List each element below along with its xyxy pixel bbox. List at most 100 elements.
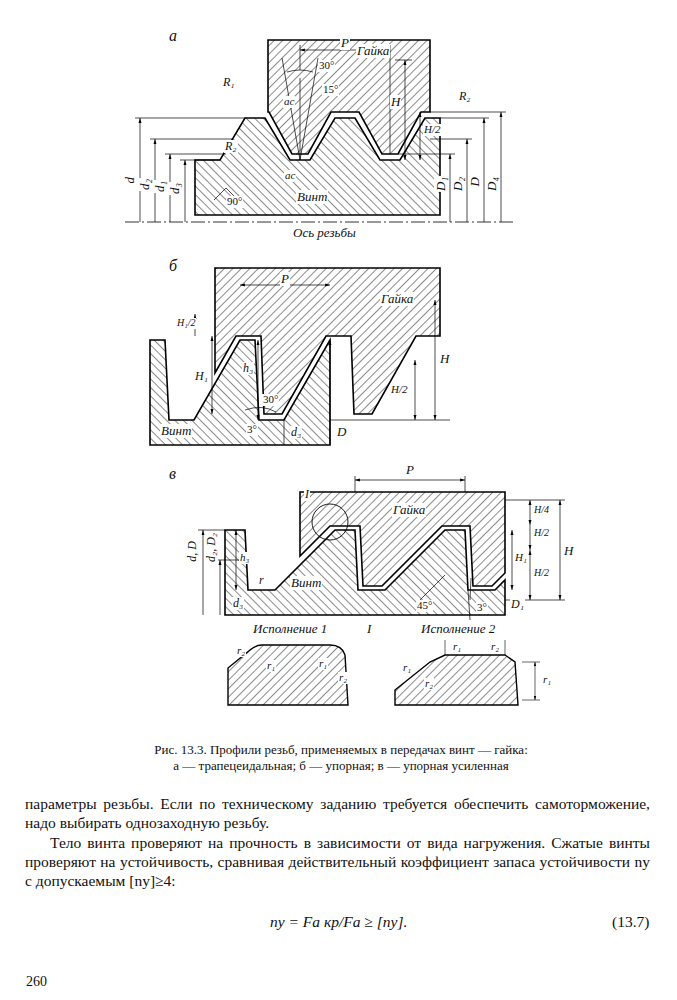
radius-label: r (258, 574, 265, 587)
reinforced-buttress-thread (312, 504, 348, 540)
detail-views (535, 662, 536, 700)
diameter-label: d₂, D₂ (205, 532, 218, 563)
buttress-thread (330, 420, 450, 421)
diameter-label: D (468, 176, 482, 187)
angle-label: 3° (476, 602, 488, 614)
diameter-label: d₃ (290, 426, 302, 439)
trapezoidal-thread (501, 112, 502, 222)
detail-views (522, 662, 540, 663)
equation-number: (13.7) (611, 914, 650, 930)
buttress-thread (215, 268, 440, 414)
part-name: Гайка (380, 292, 414, 306)
radius-label: r₁ (266, 660, 276, 672)
pitch-label: P (280, 272, 290, 286)
reinforced-buttress-thread (355, 480, 465, 481)
formula: nу = Fа кр/Fа ≥ [nу]. (269, 914, 408, 930)
reinforced-buttress-thread (465, 476, 466, 492)
variant-label: Исполнение 1 (252, 622, 328, 636)
clearance-label: ac (284, 170, 296, 182)
dimension-label: H₁/2 (176, 318, 196, 329)
radius-label: r₁ (542, 674, 552, 686)
diameter-label: D₄ (485, 176, 499, 192)
trapezoidal-thread (420, 112, 421, 160)
radius-label: r₁ (402, 662, 412, 674)
detail-views (445, 640, 540, 700)
part-name: Винт (290, 576, 322, 590)
reinforced-buttress-thread (300, 492, 505, 586)
figure-caption: Рис. 13.3. Профили резьб, применяемых в … (150, 742, 532, 774)
trapezoidal-thread (282, 58, 300, 160)
page-number: 260 (25, 975, 48, 990)
buttress-thread (330, 340, 331, 445)
part-name: Гайка (356, 44, 390, 58)
body-paragraph: параметры резьбы. Если по техническому з… (25, 794, 650, 832)
trapezoidal-thread (405, 60, 406, 160)
radius-label: r₁ (452, 641, 462, 653)
detail-callout: I (366, 622, 372, 636)
diameter-label: d₃ (168, 182, 182, 195)
part-name: Гайка (392, 503, 426, 517)
reinforced-buttress-thread (468, 590, 470, 620)
body-paragraph: Тело винта проверяют на прочность в зави… (25, 833, 650, 890)
trapezoidal-thread (135, 118, 245, 119)
trapezoidal-thread (185, 160, 186, 222)
reinforced-buttress-thread (420, 575, 445, 600)
radius-label: R₂ (458, 90, 472, 103)
reinforced-buttress-thread (220, 560, 221, 615)
dimension-label: H/2 (533, 528, 550, 539)
diameter-label: d₁ (153, 180, 167, 193)
variant-label: Исполнение 2 (420, 622, 496, 636)
pitch-label: P (340, 36, 350, 50)
detail-callout: I (304, 488, 310, 501)
radius-label: r₂ (490, 641, 500, 653)
reinforced-buttress-thread (198, 476, 565, 620)
detail-views (522, 700, 540, 701)
dimension-label: H/2 (533, 568, 550, 579)
trapezoidal-thread (125, 40, 515, 222)
reinforced-buttress-thread (236, 530, 237, 590)
diameter-label: D₁ (434, 176, 448, 192)
diameter-label: d (123, 176, 137, 185)
dimension-label: H₁ (194, 370, 209, 383)
reinforced-buttress-thread (203, 530, 204, 615)
diameter-label: D₁ (510, 598, 525, 611)
angle-label: 45° (416, 600, 433, 612)
pitch-label: P (405, 463, 415, 477)
buttress-thread (284, 420, 285, 445)
trapezoidal-thread (125, 222, 515, 223)
trapezoidal-thread (395, 60, 412, 61)
reinforced-buttress-thread (470, 578, 471, 600)
trapezoidal-thread (165, 154, 226, 155)
buttress-thread (150, 268, 450, 445)
trapezoidal-thread (484, 118, 485, 222)
diameter-label: d₂ (138, 178, 152, 191)
detail-views (505, 640, 506, 655)
dimension-label: H/2 (423, 124, 442, 136)
reinforced-buttress-thread (530, 550, 531, 600)
reinforced-buttress-thread (512, 530, 513, 590)
buttress-thread (258, 340, 259, 420)
figure-letter: б (168, 258, 178, 275)
radius-label: r₂ (424, 678, 434, 690)
reinforced-buttress-thread (198, 476, 565, 620)
diameter-label: D (336, 425, 347, 439)
radius-label: r₂ (338, 672, 348, 684)
angle-label: 30° (262, 394, 279, 406)
dimension-label: H (390, 95, 401, 109)
reinforced-buttress-thread (355, 476, 356, 492)
axis-label: Ось резьбы (292, 226, 357, 240)
trapezoidal-thread (430, 112, 506, 113)
dimension-label: h₃ (239, 552, 250, 564)
dimension-label: h₃ (242, 362, 254, 375)
figure-letter: в (168, 466, 177, 483)
angle-label: 3° (246, 424, 258, 436)
reinforced-buttress-thread (530, 525, 531, 550)
trapezoidal-thread (430, 139, 472, 140)
reinforced-buttress-thread (560, 500, 561, 600)
trapezoidal-thread (135, 45, 506, 222)
angle-label: 15° (322, 84, 339, 96)
radius-label: R₁ (222, 76, 236, 89)
trapezoidal-thread (440, 118, 489, 119)
detail-views (228, 645, 348, 705)
trapezoidal-thread (150, 139, 232, 140)
